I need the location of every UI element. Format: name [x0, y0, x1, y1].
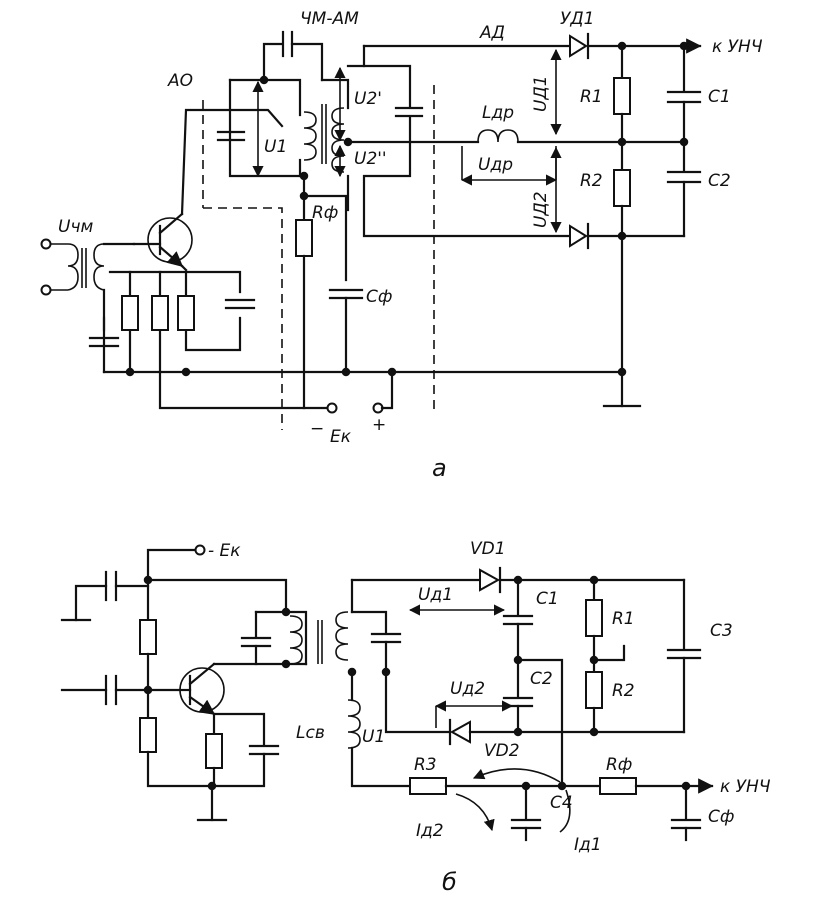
label-c1-b: C1 — [536, 589, 559, 609]
label-e-k-b: - Eк — [208, 541, 241, 561]
label-u2pp: U2'' — [354, 149, 387, 169]
label-minus: − — [310, 419, 324, 439]
label-c3-b: C3 — [710, 621, 733, 641]
detector-a — [362, 32, 702, 408]
section-chm-am: ЧМ-АМ — [300, 9, 359, 29]
label-r1-b: R1 — [612, 609, 635, 629]
label-ud1-a: UД1 — [531, 75, 551, 112]
label-u2p: U2' — [354, 89, 382, 109]
transistor-a — [132, 108, 284, 272]
label-id2-b: Iд2 — [416, 821, 444, 841]
label-u1-a: U1 — [264, 137, 287, 157]
label-r2-b: R2 — [612, 681, 635, 701]
supply-a — [102, 174, 627, 414]
emitter-network-a — [88, 270, 256, 374]
section-ad: АД — [479, 23, 505, 43]
label-ud2-b: Uд2 — [450, 679, 485, 699]
section-dividers — [202, 85, 435, 430]
label-r3-b: R3 — [414, 755, 437, 775]
label-r-f-a: Rф — [312, 203, 338, 223]
secondary-tank-a — [320, 44, 686, 238]
diagram-b: - Eк VD1 Uд1 C1 C2 C3 R1 R2 Uд2 VD2 Lсв … — [60, 539, 771, 896]
label-ud1-b: Uд1 — [418, 585, 453, 605]
label-l-sv: Lсв — [296, 723, 325, 743]
label-vd2-b: VD2 — [484, 741, 520, 761]
label-u-chm: Uчм — [58, 217, 93, 237]
label-c-f-a: Сф — [366, 287, 392, 307]
primary-tank-b — [240, 607, 323, 669]
output-filter-b — [409, 768, 714, 842]
section-ao: АО — [167, 71, 193, 91]
label-c4-b: C4 — [550, 793, 573, 813]
secondary-tank-b — [335, 578, 450, 788]
transistor-b — [178, 662, 308, 822]
diagram-a: АО ЧМ-АМ АД УД1 к УНЧ Uчм U1 U2' U2'' Lд… — [40, 9, 763, 482]
label-out-b: к УНЧ — [720, 777, 771, 797]
label-plus: + — [372, 415, 386, 435]
label-c-f-b: Сф — [708, 807, 734, 827]
label-vd1-a: УД1 — [560, 9, 594, 29]
detector-b — [350, 566, 702, 788]
label-ud2-a: UД2 — [531, 191, 551, 228]
label-r-f-b: Rф — [606, 755, 632, 775]
input-transformer — [40, 238, 136, 374]
label-c2-b: C2 — [530, 669, 553, 689]
label-c2-a: С2 — [708, 171, 731, 191]
bias-network-b — [60, 544, 288, 788]
label-u-dr: Uдр — [478, 155, 513, 175]
label-c1-a: С1 — [708, 87, 731, 107]
label-r1-a: R1 — [580, 87, 603, 107]
label-l-dr: Lдр — [482, 103, 514, 123]
caption-a: а — [432, 454, 447, 482]
label-out-a: к УНЧ — [712, 37, 763, 57]
primary-tank-a — [216, 30, 327, 181]
label-id1-b: Iд1 — [574, 835, 602, 855]
label-u1-b: U1 — [362, 727, 385, 747]
label-r2-a: R2 — [580, 171, 603, 191]
caption-b: б — [442, 868, 457, 896]
label-e-k-a: Eк — [330, 427, 352, 447]
label-vd1-b: VD1 — [470, 539, 506, 559]
